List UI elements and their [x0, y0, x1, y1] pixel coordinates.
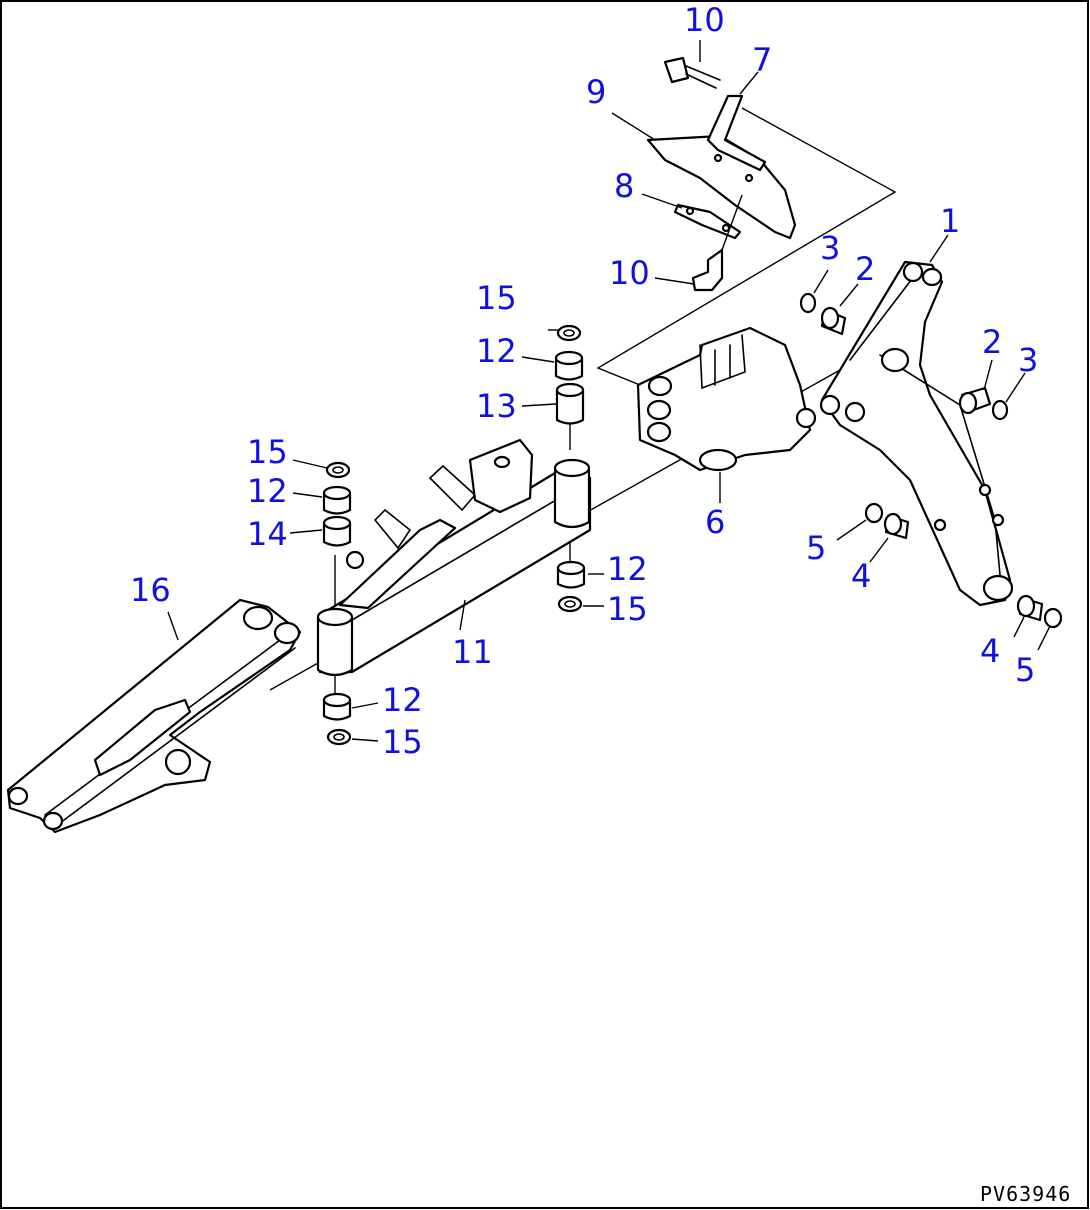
washer-3-right [991, 399, 1009, 421]
callout-16: 16 [130, 571, 171, 609]
bushing-2-left [820, 306, 847, 336]
callout-1: 1 [940, 202, 960, 240]
callout-8: 8 [614, 167, 634, 205]
callout-5-left: 5 [806, 529, 826, 567]
callout-6: 6 [705, 503, 725, 541]
part-6-bracket [636, 326, 817, 472]
washer-15-upper-left [325, 461, 351, 479]
drawing-code: PV63946 [980, 1182, 1071, 1206]
callout-15-upper-right: 15 [476, 279, 517, 317]
bushing-12-upper-right [554, 350, 584, 381]
bushing-14 [322, 515, 352, 547]
washer-5-left [864, 502, 884, 524]
callout-3-right: 3 [1018, 341, 1038, 379]
part-10-bolt-lower [691, 194, 743, 292]
callout-leaders [167, 40, 1051, 742]
part-1-boom [819, 260, 1014, 607]
callout-labels: 10 7 9 8 10 1 2 3 2 3 5 4 4 5 6 15 12 13… [130, 1, 1038, 761]
callout-15-upper-left: 15 [247, 433, 288, 471]
callout-4-left: 4 [851, 557, 871, 595]
callout-4-right: 4 [980, 632, 1000, 670]
callout-14: 14 [247, 515, 288, 553]
bushing-4-left [883, 512, 910, 540]
washer-15-lower-left [326, 728, 352, 746]
part-7-bracket [706, 94, 767, 183]
callout-12-upper-left: 12 [247, 472, 288, 510]
callout-10-upper: 10 [684, 1, 725, 39]
callout-3-left: 3 [820, 229, 840, 267]
bushing-4-right [1016, 594, 1044, 622]
washer-3-left [799, 292, 817, 314]
bushing-13 [555, 382, 585, 425]
callout-15-lower-right: 15 [607, 590, 648, 628]
part-16-bracket [6, 598, 302, 834]
callout-15-lower-left: 15 [382, 723, 423, 761]
part-8-plate [673, 203, 742, 240]
callout-10-lower: 10 [609, 254, 650, 292]
washer-15-lower-right [557, 595, 583, 613]
bushing-12-lower-left [322, 692, 352, 721]
bushing-2-right [958, 386, 992, 415]
bushing-12-lower-right [556, 560, 586, 589]
callout-13: 13 [476, 387, 517, 425]
part-11-beam [316, 438, 592, 677]
washer-15-upper-right [556, 324, 582, 342]
callout-5-right: 5 [1015, 651, 1035, 689]
callout-2-left: 2 [855, 250, 875, 288]
callout-12-lower-right: 12 [607, 550, 648, 588]
callout-2-right: 2 [982, 323, 1002, 361]
callout-12-upper-right: 12 [476, 332, 517, 370]
callout-11: 11 [452, 633, 493, 671]
bushing-12-upper-left [322, 485, 352, 515]
callout-7: 7 [752, 41, 772, 79]
callout-12-lower-left: 12 [382, 681, 423, 719]
washer-5-right [1043, 607, 1063, 629]
part-10-bolt-upper [663, 56, 721, 89]
callout-9: 9 [586, 73, 606, 111]
